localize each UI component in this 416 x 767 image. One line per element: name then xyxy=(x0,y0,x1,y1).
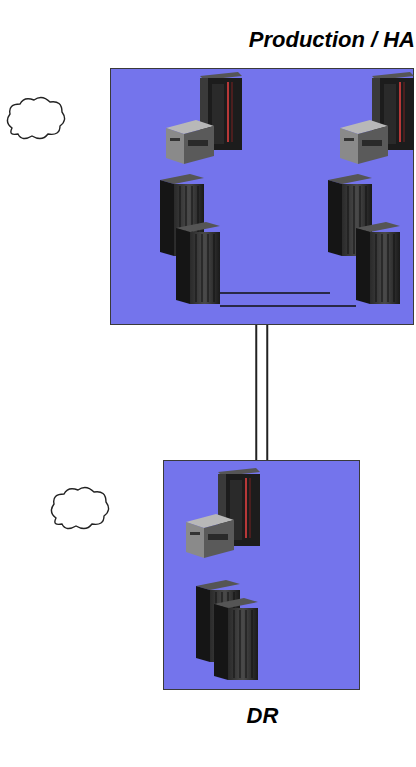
site-heading: DR xyxy=(247,703,279,729)
site-connector xyxy=(261,325,262,460)
storage-unit xyxy=(214,598,258,680)
storage-unit xyxy=(176,222,220,304)
storage-unit xyxy=(328,174,372,256)
mainframe-server xyxy=(372,72,414,150)
storage-unit xyxy=(160,174,204,256)
network-cloud xyxy=(51,487,108,528)
storage-unit xyxy=(356,222,400,304)
console-unit xyxy=(340,120,388,164)
console-unit xyxy=(166,120,214,164)
site-link xyxy=(220,292,330,294)
site-box: Production / HA xyxy=(110,68,414,325)
connector-outline xyxy=(255,325,268,460)
site-heading: Production / HA xyxy=(249,27,415,53)
storage-unit xyxy=(196,580,240,662)
connector-gap xyxy=(257,325,266,460)
console-unit xyxy=(186,514,234,558)
site-link xyxy=(220,305,356,307)
site-box: DR xyxy=(163,460,360,690)
network-cloud xyxy=(7,97,64,138)
mainframe-server xyxy=(200,72,242,150)
mainframe-server xyxy=(218,468,260,546)
